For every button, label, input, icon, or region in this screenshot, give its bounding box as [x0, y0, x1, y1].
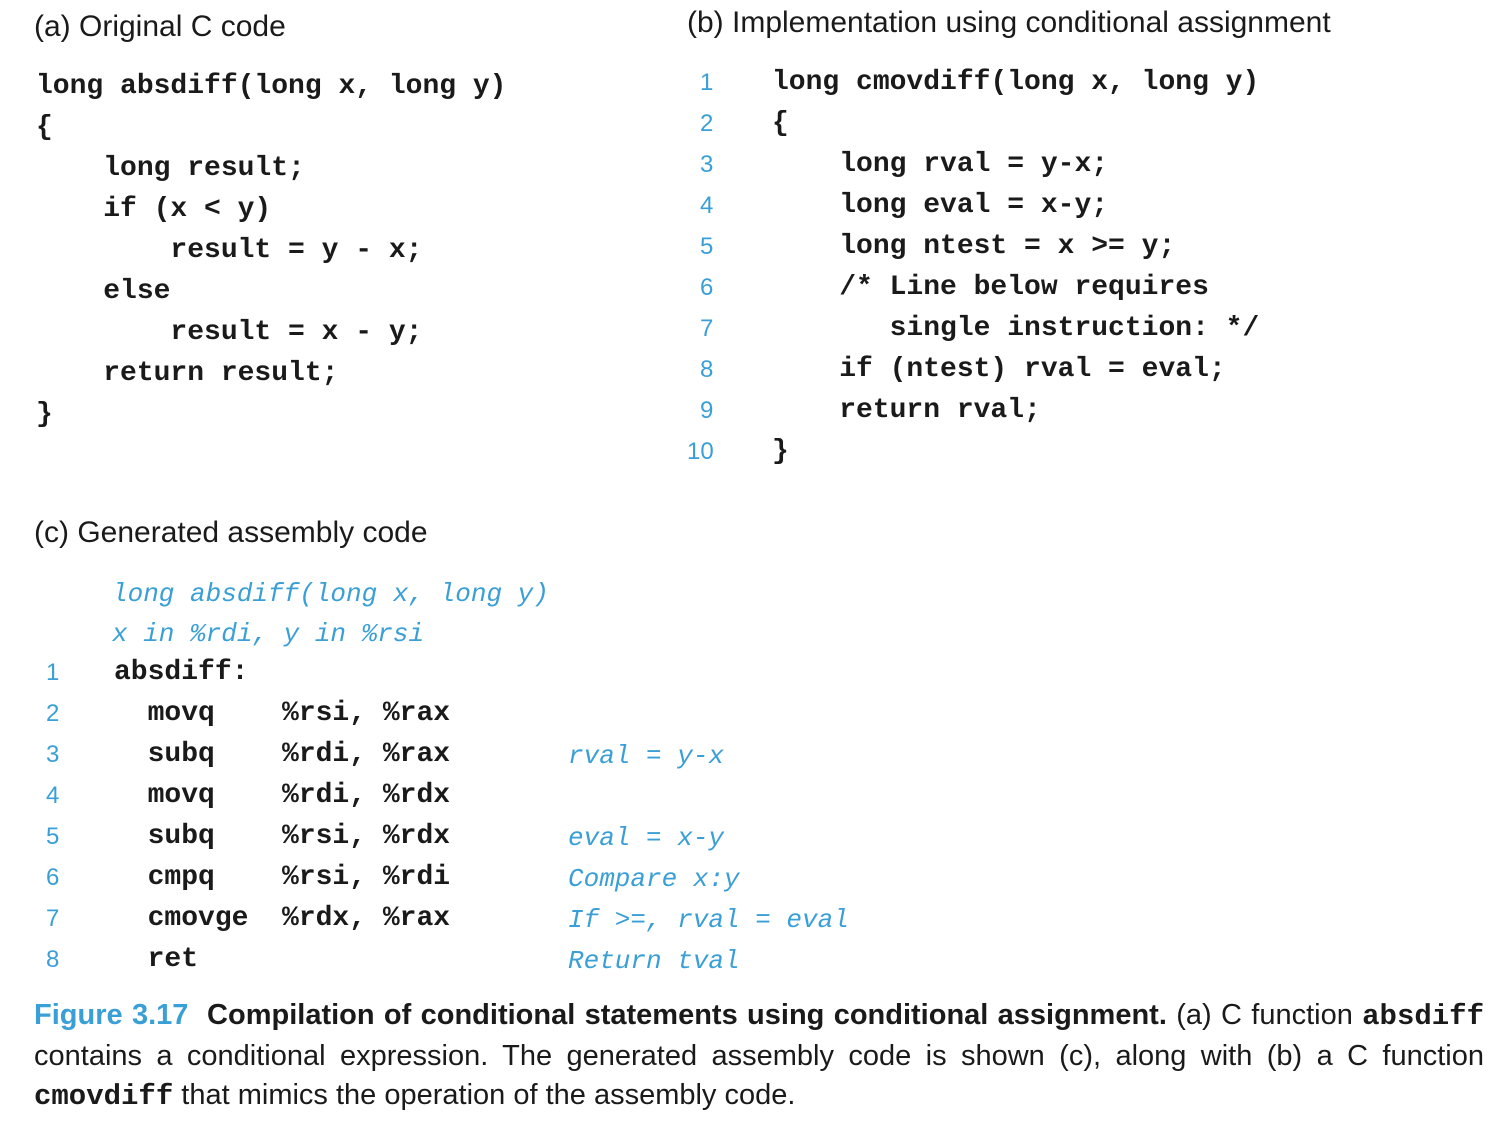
- assembly-comment: eval = x-y: [568, 823, 725, 853]
- caption-title: Compilation of conditional statements us…: [207, 999, 1167, 1031]
- assembly-line: movq %rsi, %rax: [114, 698, 451, 729]
- line-number: 7: [700, 315, 714, 342]
- assembly-comment: If >=, rval = eval: [568, 905, 849, 935]
- panel-a-title: (a) Original C code: [34, 10, 286, 43]
- code-line: long ntest = x >= y;: [772, 231, 1176, 262]
- code-line: long rval = y-x;: [772, 149, 1109, 180]
- line-number: 8: [46, 946, 60, 973]
- caption-text: (a) C function: [1166, 999, 1363, 1031]
- code-line: long eval = x-y;: [772, 190, 1109, 221]
- panel-c-title: (c) Generated assembly code: [34, 516, 428, 549]
- code-line: long result;: [36, 153, 305, 184]
- line-number: 1: [700, 69, 714, 96]
- line-number: 8: [700, 356, 714, 383]
- line-number: 6: [700, 274, 714, 301]
- code-line: else: [36, 276, 171, 307]
- code-line: if (ntest) rval = eval;: [772, 354, 1226, 385]
- line-number: 4: [700, 192, 714, 219]
- code-line: {: [772, 108, 789, 139]
- assembly-line: absdiff:: [114, 657, 249, 688]
- code-line: /* Line below requires: [772, 272, 1209, 303]
- line-number: 6: [46, 864, 60, 891]
- code-line: long absdiff(long x, long y): [36, 71, 507, 102]
- code-line: long cmovdiff(long x, long y): [772, 67, 1260, 98]
- line-number: 1: [46, 659, 60, 686]
- line-number: 5: [46, 823, 60, 850]
- assembly-line: subq %rdi, %rax: [114, 739, 451, 770]
- line-number: 10: [687, 438, 714, 465]
- line-number: 9: [700, 397, 714, 424]
- caption-code: cmovdiff: [34, 1080, 174, 1113]
- code-line: return rval;: [772, 395, 1041, 426]
- assembly-line: movq %rdi, %rdx: [114, 780, 451, 811]
- assembly-comment: Return tval: [568, 946, 740, 976]
- line-number: 3: [700, 151, 714, 178]
- assembly-line: cmpq %rsi, %rdi: [114, 862, 451, 893]
- code-line: {: [36, 112, 53, 143]
- figure-caption: Figure 3.17 Compilation of conditional s…: [34, 996, 1484, 1117]
- caption-text: that mimics the operation of the assembl…: [173, 1079, 796, 1111]
- assembly-line: ret: [114, 944, 199, 975]
- line-number: 4: [46, 782, 60, 809]
- code-line: result = y - x;: [36, 235, 423, 266]
- caption-text: contains a conditional expression. The g…: [34, 1039, 1484, 1072]
- assembly-comment: rval = y-x: [568, 741, 725, 771]
- line-number: 2: [700, 110, 714, 137]
- line-number: 5: [700, 233, 714, 260]
- code-line: result = x - y;: [36, 317, 423, 348]
- code-line: if (x < y): [36, 194, 272, 225]
- assembly-comment: Compare x:y: [568, 864, 740, 894]
- signature-comment: x in %rdi, y in %rsi: [112, 619, 425, 649]
- line-number: 2: [46, 700, 60, 727]
- code-line: }: [772, 436, 789, 467]
- assembly-line: cmovge %rdx, %rax: [114, 903, 451, 934]
- caption-code: absdiff: [1362, 1000, 1484, 1033]
- code-line: return result;: [36, 358, 339, 389]
- line-number: 7: [46, 905, 60, 932]
- panel-b-title: (b) Implementation using conditional ass…: [687, 6, 1331, 39]
- assembly-line: subq %rsi, %rdx: [114, 821, 451, 852]
- code-line: single instruction: */: [772, 313, 1260, 344]
- line-number: 3: [46, 741, 60, 768]
- figure-label: Figure 3.17: [34, 999, 189, 1031]
- code-line: }: [36, 399, 53, 430]
- signature-comment: long absdiff(long x, long y): [112, 579, 549, 609]
